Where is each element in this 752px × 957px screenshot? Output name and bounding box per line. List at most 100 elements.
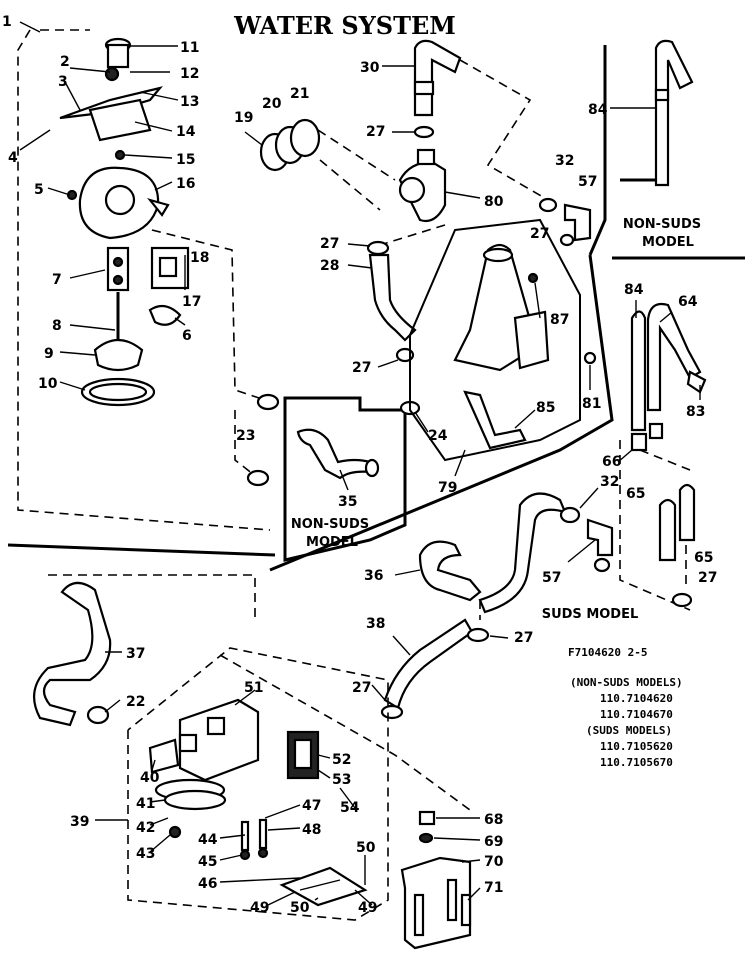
part-label: 84 — [624, 282, 644, 298]
part-label: 14 — [176, 124, 196, 140]
part-label: 37 — [126, 646, 145, 662]
part-label: 51 — [244, 680, 263, 696]
lower-hose-group — [32, 574, 256, 727]
part-label: 16 — [176, 176, 195, 192]
part-label: 27 — [352, 360, 371, 376]
part-label: 85 — [536, 400, 555, 416]
non-suds-header: (NON-SUDS MODELS) — [570, 676, 683, 689]
part-label: 24 — [428, 428, 448, 444]
part-label: 65 — [694, 550, 713, 566]
part-label: 41 — [136, 796, 155, 812]
part-label: 9 — [44, 346, 54, 362]
part-label: 27 — [320, 236, 339, 252]
part-label: 46 — [198, 876, 217, 892]
drawing-number: F7104620 2-5 — [568, 646, 647, 659]
part-number-labels: 1 2 3 4 5 6 7 8 9 10 11 12 13 14 15 16 1… — [2, 14, 717, 916]
valve-assembly-group — [17, 21, 271, 531]
diagram-title: WATER SYSTEM — [233, 11, 456, 40]
part-label: 27 — [530, 226, 549, 242]
drain-hose-group — [380, 492, 614, 720]
part-label: 2 — [60, 54, 70, 70]
non-suds-model-1: 110.7104620 — [600, 692, 673, 705]
part-label: 6 — [182, 328, 192, 344]
suds-model-label: SUDS MODEL — [542, 607, 639, 622]
part-label: 32 — [555, 153, 574, 169]
part-label: 57 — [542, 570, 561, 586]
part-label: 52 — [332, 752, 351, 768]
part-label: 12 — [180, 66, 199, 82]
non-suds-top-group: NON-SUDS MODEL — [623, 39, 701, 250]
hose-connector-group — [151, 229, 407, 562]
part-label: 83 — [686, 404, 705, 420]
part-label: 42 — [136, 820, 155, 836]
part-label: 4 — [8, 150, 18, 166]
part-label: 50 — [290, 900, 310, 916]
part-label: 11 — [180, 40, 199, 56]
part-label: 45 — [198, 854, 217, 870]
bracket-group — [400, 810, 472, 950]
model-notes: F7104620 2-5 (NON-SUDS MODELS) 110.71046… — [568, 646, 683, 769]
part-label: 28 — [320, 258, 339, 274]
suds-model-group: SUDS MODEL — [542, 302, 707, 622]
part-label: 27 — [698, 570, 717, 586]
part-label: 38 — [366, 616, 385, 632]
part-label: 7 — [52, 272, 62, 288]
part-label: 80 — [484, 194, 504, 210]
part-label: 84 — [588, 102, 608, 118]
part-label: 65 — [626, 486, 645, 502]
part-label: 35 — [338, 494, 357, 510]
hose-28 — [366, 240, 421, 416]
part-label: 27 — [514, 630, 533, 646]
leader-lines — [19, 45, 701, 906]
part-label: 1 — [2, 14, 12, 30]
part-label: 43 — [136, 846, 155, 862]
inlet-parts-group — [259, 39, 592, 247]
part-label: 64 — [678, 294, 698, 310]
part-label: 71 — [484, 880, 503, 896]
part-label: 49 — [358, 900, 377, 916]
part-label: 49 — [250, 900, 269, 916]
part-label: 53 — [332, 772, 351, 788]
part-label: 70 — [484, 854, 504, 870]
suds-model-2: 110.7105670 — [600, 756, 673, 769]
part-label: 47 — [302, 798, 321, 814]
part-label: 22 — [126, 694, 145, 710]
part-label: 21 — [290, 86, 309, 102]
part-label: 81 — [582, 396, 601, 412]
part-label: 8 — [52, 318, 62, 334]
part-label: 13 — [180, 94, 199, 110]
part-label: 10 — [38, 376, 58, 392]
part-label: 57 — [578, 174, 597, 190]
suds-header: (SUDS MODELS) — [586, 724, 672, 737]
non-suds-top-label-1: NON-SUDS — [623, 217, 701, 232]
non-suds-model-2: 110.7104670 — [600, 708, 673, 721]
part-label: 23 — [236, 428, 255, 444]
part-label: 19 — [234, 110, 253, 126]
part-label: 18 — [190, 250, 209, 266]
part-label: 40 — [140, 770, 160, 786]
part-label: 54 — [340, 800, 360, 816]
part-label: 20 — [262, 96, 282, 112]
part-label: 15 — [176, 152, 195, 168]
part-label: 17 — [182, 294, 201, 310]
part-label: 68 — [484, 812, 503, 828]
non-suds-top-label-2: MODEL — [642, 235, 694, 250]
non-suds-mid-label-2: MODEL — [306, 535, 358, 550]
pump-assembly-group — [127, 647, 471, 921]
part-label: 30 — [360, 60, 380, 76]
part-label: 27 — [352, 680, 371, 696]
part-label: 44 — [198, 832, 218, 848]
non-suds-mid-label-1: NON-SUDS — [291, 517, 369, 532]
part-label: 66 — [602, 454, 621, 470]
pump-tub-group — [409, 218, 597, 462]
suds-model-1: 110.7105620 — [600, 740, 673, 753]
part-label: 27 — [366, 124, 385, 140]
part-label: 87 — [550, 312, 569, 328]
part-label: 39 — [70, 814, 89, 830]
part-label: 69 — [484, 834, 503, 850]
part-label: 48 — [302, 822, 321, 838]
part-label: 5 — [34, 182, 44, 198]
part-label: 50 — [356, 840, 376, 856]
